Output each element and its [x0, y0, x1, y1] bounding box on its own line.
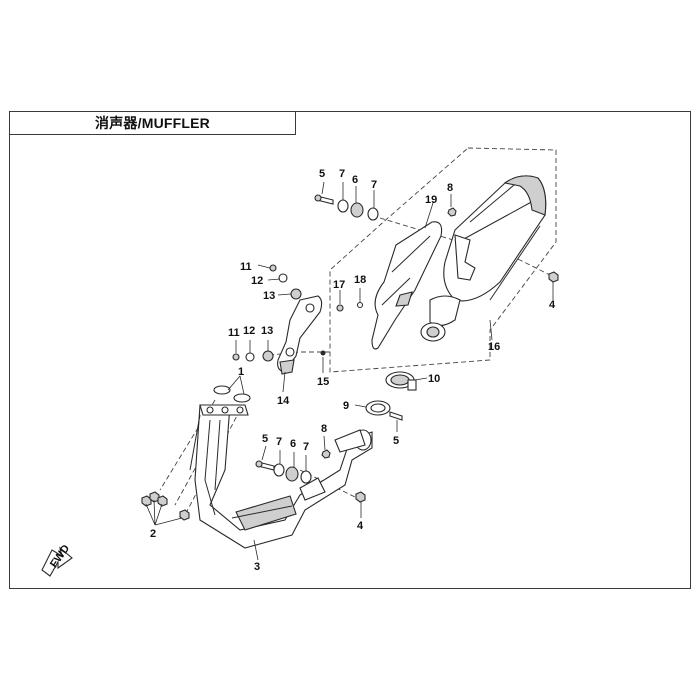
diagram-frame [9, 111, 691, 589]
callout: 5 [393, 435, 399, 447]
exhaust-gaskets [213, 385, 251, 403]
fwd-arrow-icon: FWD [41, 543, 73, 577]
callout: 9 [343, 400, 349, 412]
assembly-outline-16 [329, 147, 557, 373]
callout: 12 [251, 275, 263, 287]
callout: 12 [243, 325, 255, 337]
callout: 14 [277, 395, 290, 407]
callout: 19 [425, 194, 437, 206]
callout: 15 [317, 376, 329, 388]
pipe-clamp [385, 371, 417, 391]
callout: 11 [240, 261, 252, 273]
callout: 10 [428, 373, 440, 385]
diagram-title: 消声器/MUFFLER [95, 115, 210, 131]
callout: 13 [261, 325, 273, 337]
callout: 4 [357, 520, 364, 532]
exhaust-pipe [189, 404, 373, 549]
hardware-upper [314, 194, 559, 312]
callout: 8 [447, 182, 453, 194]
dash-line [269, 351, 330, 356]
callout: 8 [321, 423, 327, 435]
flange-nuts [141, 491, 190, 521]
callout: 16 [488, 341, 500, 353]
callout: 5 [319, 168, 325, 180]
hanger-bracket [277, 295, 323, 375]
callout: 1 [238, 366, 244, 378]
callout: 4 [549, 299, 556, 311]
callout: 18 [354, 274, 366, 286]
heat-shield [371, 221, 443, 350]
callout: 6 [290, 438, 296, 450]
callout: 7 [371, 179, 377, 191]
gasket-ring [365, 400, 391, 416]
callout: 7 [339, 168, 345, 180]
callout: 7 [276, 436, 282, 448]
hardware-lower [255, 411, 403, 503]
leader-lines [145, 181, 554, 561]
callout: 7 [303, 441, 309, 453]
callout-labels: 5 7 6 7 8 19 4 17 18 11 12 13 11 12 13 1… [150, 168, 556, 573]
title-box: 消声器/MUFFLER [9, 111, 296, 135]
callout: 11 [228, 327, 240, 339]
callout: 5 [262, 433, 268, 445]
muffler-body [420, 175, 547, 342]
callout: 6 [352, 174, 358, 186]
callout: 3 [254, 561, 260, 573]
callout: 13 [263, 290, 275, 302]
callout: 17 [333, 279, 345, 291]
callout: 2 [150, 528, 156, 540]
